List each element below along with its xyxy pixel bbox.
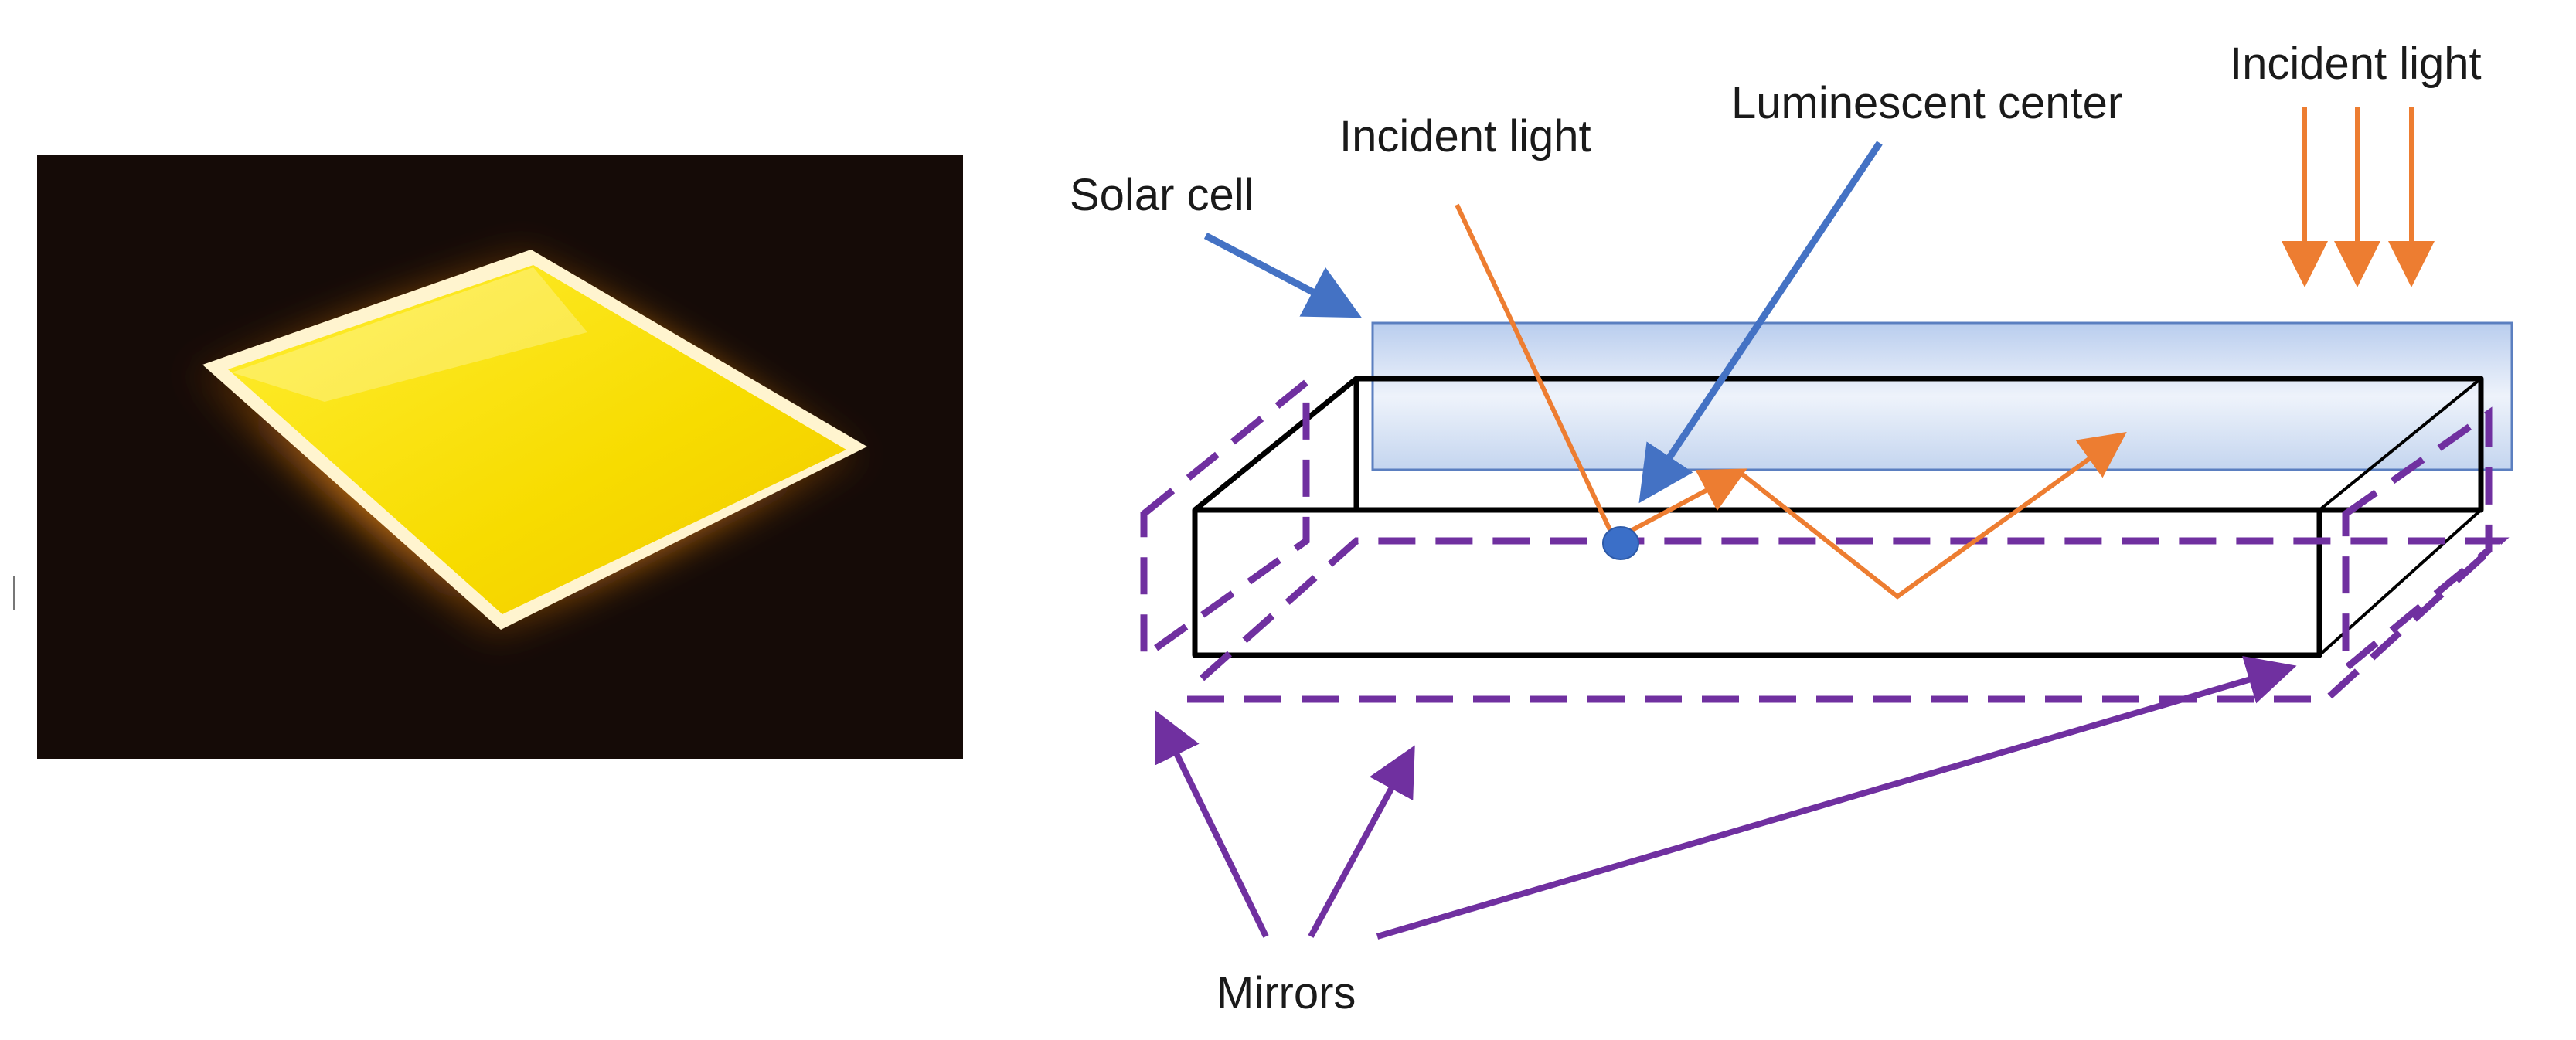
mirror-outlines <box>1140 375 2510 703</box>
right-mirror <box>2342 406 2493 676</box>
solar-cell-label: Solar cell <box>1070 170 1254 220</box>
photo-cursor-mark <box>13 576 15 610</box>
light-rays <box>1455 107 2435 600</box>
guide-top-right-edge <box>2318 377 2482 512</box>
incident-ray <box>1455 203 1614 535</box>
guide-front-face <box>1192 507 2322 658</box>
bottom-mirror <box>1185 537 2510 703</box>
emitted-ray-2 <box>1739 432 2127 600</box>
mirrors-label: Mirrors <box>1217 968 1356 1018</box>
solar-cell-pointer <box>1203 233 1362 318</box>
luminescent-center-label: Luminescent center <box>1731 78 2122 128</box>
mirror-pointer-right <box>1376 655 2297 940</box>
slab-face <box>228 265 846 614</box>
emitted-ray-1 <box>1618 468 1747 539</box>
luminescent-center-dot <box>1602 526 1639 560</box>
glowing-luminescent-slab-photo <box>13 155 963 759</box>
solar-cell-panel <box>1371 321 2513 471</box>
incident-light-label: Incident light <box>1339 111 1591 161</box>
light-guide-box <box>1192 376 2484 658</box>
lsc-diagram: Incident light Incident light Luminescen… <box>1070 39 2513 1018</box>
slab-highlight <box>232 267 587 402</box>
luminescent-center-pointer <box>1638 141 1883 504</box>
mirror-pointer-left <box>1155 710 1269 938</box>
left-mirror <box>1140 375 1310 664</box>
incident-light-label-top: Incident light <box>2230 39 2482 89</box>
mirror-pointers <box>1155 655 2297 940</box>
mirror-pointer-bottom <box>1308 745 1415 938</box>
